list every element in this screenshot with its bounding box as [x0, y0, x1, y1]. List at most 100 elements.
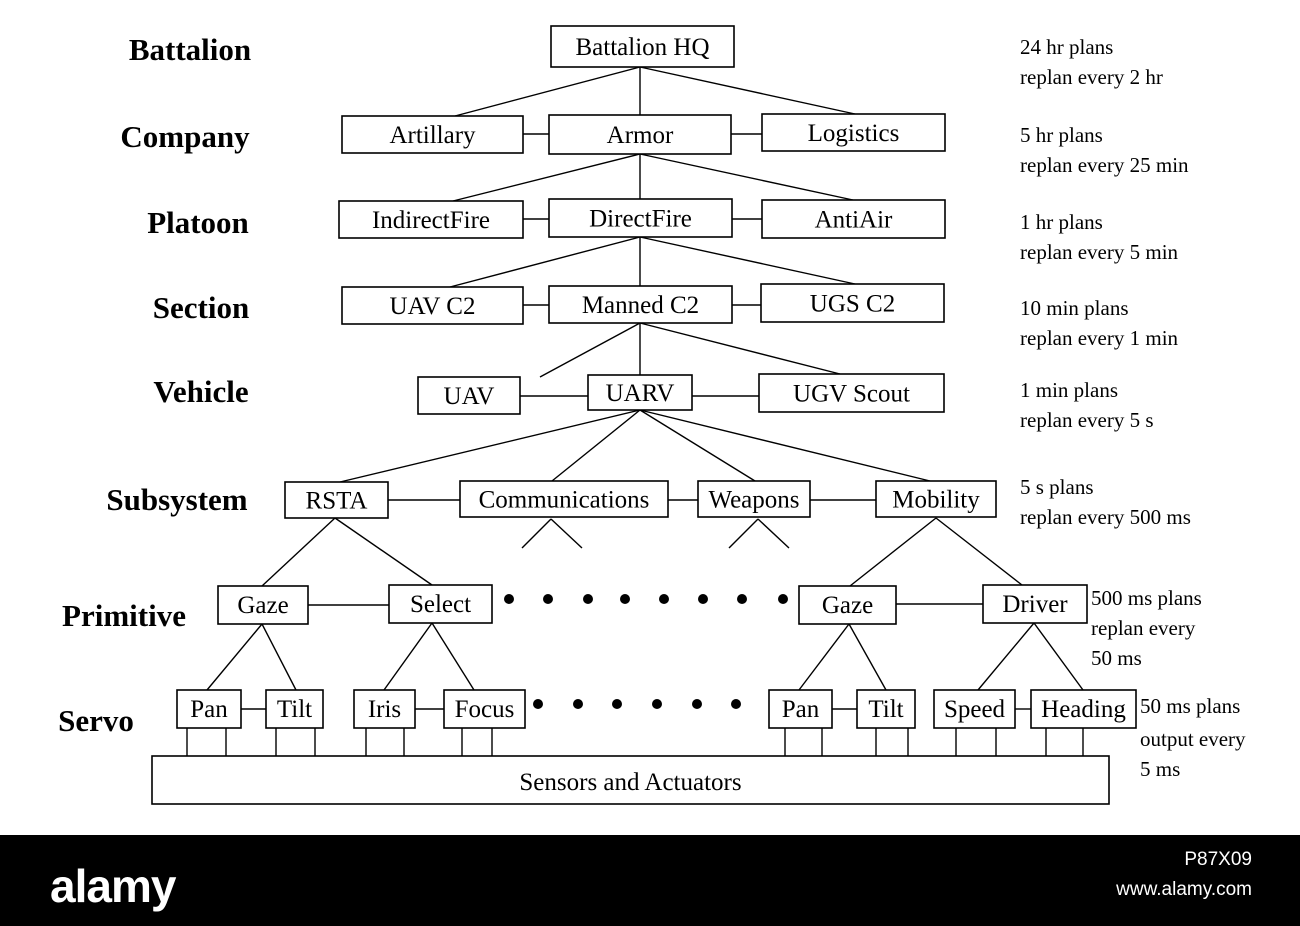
watermark-bar: alamy P87X09 www.alamy.com	[0, 835, 1300, 926]
node-gaze-left: Gaze	[217, 585, 309, 625]
node-label: Driver	[1002, 591, 1068, 618]
node-label: Pan	[190, 696, 228, 723]
ellipsis-dot	[533, 699, 543, 709]
note-vehicle-line2: replan every 5 s	[1020, 408, 1154, 432]
node-label: Manned C2	[582, 292, 699, 319]
connector-line	[206, 623, 263, 691]
node-label: UAV C2	[390, 293, 476, 320]
node-box	[417, 376, 521, 415]
ellipsis-dot	[698, 594, 708, 604]
node-uav: UAV	[417, 376, 521, 415]
node-label: Artillary	[389, 122, 476, 149]
node-box	[338, 200, 524, 239]
node-ugs-c2: UGS C2	[760, 283, 945, 323]
connector-line	[728, 518, 759, 549]
node-box	[548, 285, 733, 324]
node-label: Focus	[455, 696, 515, 723]
node-box	[548, 198, 733, 238]
ellipsis-dot	[659, 594, 669, 604]
connector-line	[798, 623, 850, 691]
node-communications: Communications	[459, 480, 669, 518]
node-label: Logistics	[808, 120, 900, 147]
connector-line	[431, 622, 475, 691]
node-weapons: Weapons	[697, 480, 811, 518]
node-box	[758, 373, 945, 413]
ellipsis-dot	[652, 699, 662, 709]
node-box	[761, 199, 946, 239]
node-uarv: UARV	[587, 374, 693, 411]
node-box	[856, 689, 916, 729]
node-box	[768, 689, 833, 729]
connector-line	[550, 518, 583, 549]
level-label-company: Company	[120, 119, 250, 154]
level-label-platoon: Platoon	[147, 205, 249, 240]
node-box	[933, 689, 1016, 729]
node-label: IndirectFire	[372, 207, 490, 234]
note-battalion-line2: replan every 2 hr	[1020, 65, 1163, 89]
node-sensors-actuators: Sensors and Actuators	[151, 755, 1110, 805]
note-company-line1: 5 hr plans	[1020, 123, 1103, 147]
ellipsis-dot	[583, 594, 593, 604]
node-label: Speed	[944, 696, 1006, 723]
node-box	[1030, 689, 1137, 729]
node-uav-c2: UAV C2	[341, 286, 524, 325]
connector-line	[334, 517, 433, 586]
ellipsis-dot	[620, 594, 630, 604]
node-antiair: AntiAir	[761, 199, 946, 239]
node-label: Communications	[479, 487, 650, 514]
node-manned-c2: Manned C2	[548, 285, 733, 324]
note-platoon-line1: 1 hr plans	[1020, 210, 1103, 234]
node-box	[587, 374, 693, 411]
node-directfire: DirectFire	[548, 198, 733, 238]
connector-lines	[186, 66, 1084, 756]
note-vehicle-line1: 1 min plans	[1020, 378, 1118, 402]
note-servo-line1: 50 ms plans	[1140, 694, 1240, 718]
node-box	[341, 286, 524, 325]
connector-line	[449, 236, 641, 288]
node-label: Armor	[607, 122, 674, 149]
level-label-servo: Servo	[58, 703, 134, 738]
node-box	[265, 689, 324, 729]
node-box	[388, 584, 493, 624]
ellipsis-dot	[612, 699, 622, 709]
note-battalion-line1: 24 hr plans	[1020, 35, 1113, 59]
note-subsystem-line1: 5 s plans	[1020, 475, 1094, 499]
node-boxes: Battalion HQ Artillary Armor LogisticsIndir…	[151, 25, 1137, 805]
node-box	[151, 755, 1110, 805]
node-iris: Iris	[353, 689, 416, 729]
node-box	[176, 689, 242, 729]
connector-line	[383, 622, 433, 691]
level-label-vehicle: Vehicle	[153, 374, 248, 409]
node-box	[341, 115, 524, 154]
node-gaze-right: Gaze	[798, 585, 897, 625]
note-company-line2: replan every 25 min	[1020, 153, 1189, 177]
connector-line	[935, 517, 1023, 586]
note-servo-line3: 5 ms	[1140, 757, 1180, 781]
connector-line	[639, 66, 856, 115]
connector-line	[757, 518, 790, 549]
node-heading: Heading	[1030, 689, 1137, 729]
node-logistics: Logistics	[761, 113, 946, 152]
node-mobility: Mobility	[875, 480, 997, 518]
node-label: DirectFire	[589, 206, 692, 233]
note-servo-line2: output every	[1140, 727, 1246, 751]
node-label: UGS C2	[810, 291, 895, 318]
node-label: Tilt	[868, 696, 903, 723]
node-label: Battalion HQ	[575, 34, 709, 61]
connector-line	[849, 517, 937, 587]
connector-line	[639, 322, 841, 375]
node-label: Select	[410, 591, 471, 618]
node-label: Iris	[368, 696, 401, 723]
node-select: Select	[388, 584, 493, 624]
connector-line	[452, 153, 641, 202]
node-pan-left: Pan	[176, 689, 242, 729]
ellipsis-dot	[543, 594, 553, 604]
node-label: UGV Scout	[793, 381, 910, 408]
node-ugv-scout: UGV Scout	[758, 373, 945, 413]
connector-line	[339, 409, 641, 483]
connector-line	[521, 518, 552, 549]
connector-line	[639, 153, 854, 201]
ellipsis-dot	[737, 594, 747, 604]
node-indirectfire: IndirectFire	[338, 200, 524, 239]
node-label: UARV	[606, 380, 675, 407]
